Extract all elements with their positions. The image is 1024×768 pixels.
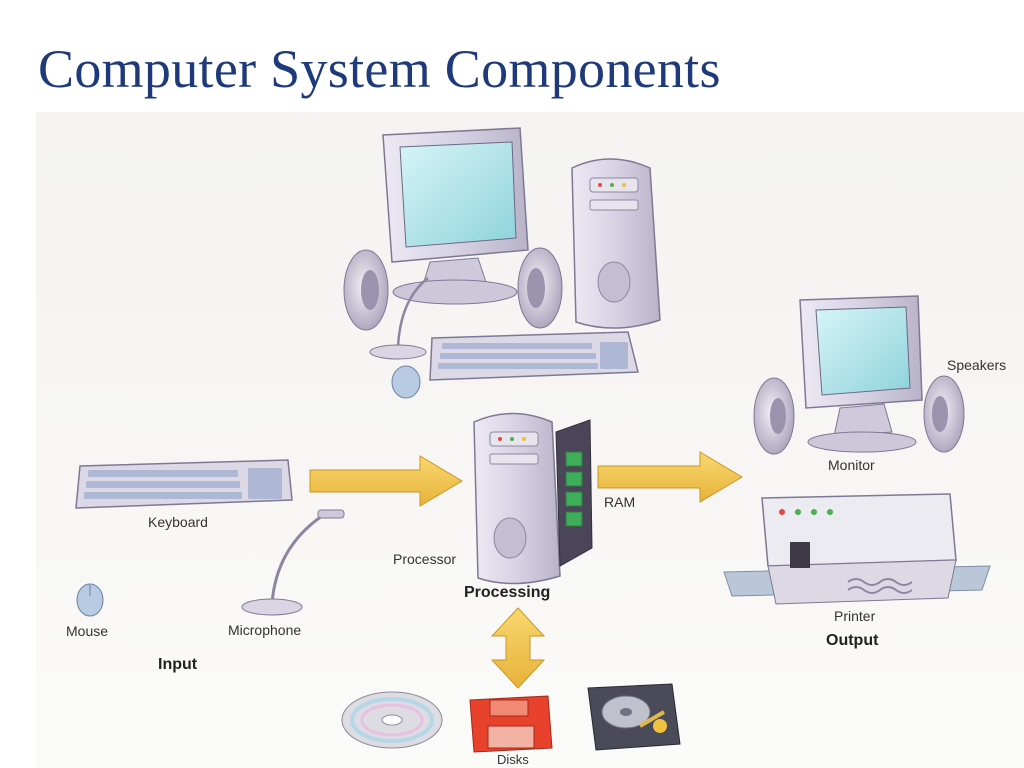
slide-title: Computer System Components [38,39,721,99]
arrow-input-to-processing [309,455,463,507]
input-mouse [76,583,104,617]
arrow-processing-disks-bidirectional [490,607,546,689]
top-speaker-right [517,247,563,329]
top-monitor [382,127,529,305]
top-microphone [369,277,429,360]
top-mouse [391,365,421,399]
top-speaker-left [343,249,389,331]
label-mouse: Mouse [66,623,109,639]
label-input: Input [158,656,198,673]
label-ram: RAM [604,494,636,510]
top-keyboard [429,331,639,381]
output-speaker-right [923,375,965,453]
label-processor: Processor [393,551,457,567]
input-keyboard [75,459,293,509]
output-monitor [799,295,923,453]
ram-board [555,419,593,567]
output-speaker-left [753,377,795,455]
label-monitor: Monitor [828,457,875,473]
top-computer-system [343,127,661,399]
label-output: Output [826,632,879,649]
hard-disk [587,683,681,751]
processor-tower [473,412,561,585]
cd-disk [341,691,443,749]
output-printer [723,493,991,605]
arrow-processing-to-output [597,451,743,503]
label-processing: Processing [464,584,551,601]
label-speakers: Speakers [947,357,1007,373]
label-microphone: Microphone [228,622,302,638]
top-tower [571,158,661,329]
label-printer: Printer [834,608,876,624]
input-microphone [241,509,345,616]
label-keyboard: Keyboard [148,514,208,530]
label-disks: Disks [497,752,529,767]
floppy-disk [469,695,553,753]
